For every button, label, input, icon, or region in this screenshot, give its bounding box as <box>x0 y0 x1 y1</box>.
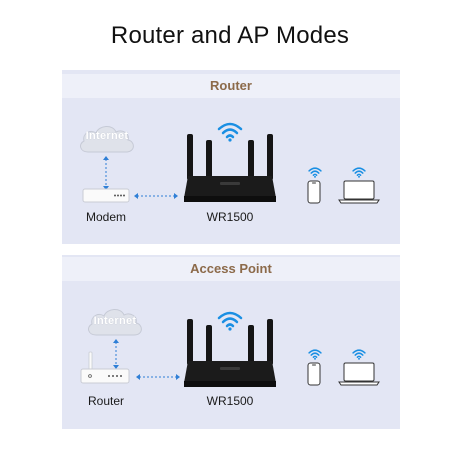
wifi-icon <box>308 167 322 178</box>
connection-line <box>113 339 119 369</box>
wr1500-router-icon <box>184 134 276 202</box>
internet-cloud-icon <box>80 126 134 153</box>
wifi-icon <box>308 349 322 360</box>
router-label: Router <box>87 394 125 408</box>
connection-line <box>103 156 109 190</box>
internet-label: Internet <box>93 315 137 327</box>
laptop-icon <box>338 362 380 386</box>
modem-label: Modem <box>85 210 126 224</box>
wr1500-router-icon <box>184 319 276 387</box>
wr1500-label: WR1500 <box>206 210 254 224</box>
wifi-icon <box>352 349 366 360</box>
modem-icon <box>82 188 130 203</box>
connection-line <box>134 193 178 199</box>
smartphone-icon <box>307 180 321 204</box>
wifi-icon <box>217 122 243 142</box>
smartphone-icon <box>307 362 321 386</box>
internet-cloud-icon <box>88 309 142 336</box>
access-point-mode-panel: Access Point Internet Router <box>62 255 400 429</box>
panel-heading: Router <box>62 74 400 98</box>
router-mode-panel: Router Internet Modem <box>62 70 400 244</box>
laptop-icon <box>338 180 380 204</box>
connection-line <box>136 374 180 380</box>
wifi-icon <box>352 167 366 178</box>
router-icon <box>80 351 130 384</box>
wr1500-label: WR1500 <box>206 394 254 408</box>
wifi-icon <box>217 311 243 331</box>
panel-heading: Access Point <box>62 257 400 281</box>
page-title: Router and AP Modes <box>110 22 350 49</box>
internet-label: Internet <box>85 130 129 142</box>
